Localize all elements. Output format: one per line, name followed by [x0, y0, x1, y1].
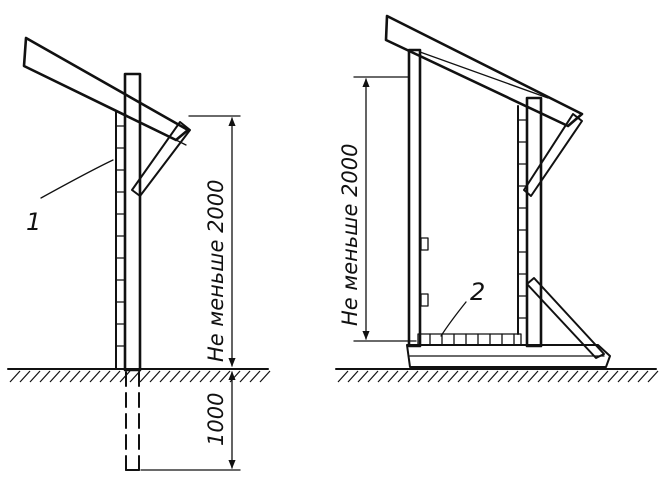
ground-hatch-mark — [557, 370, 569, 383]
ground-hatch-mark — [397, 370, 409, 383]
ground-hatch-mark — [99, 370, 111, 383]
ground-hatch-mark — [577, 370, 589, 383]
ground-hatch-mark — [507, 370, 519, 383]
ground-hatch-mark — [567, 370, 579, 383]
ground-hatch-mark — [169, 370, 181, 383]
right-height-label: Не меньше 2000 — [338, 143, 362, 326]
ground-hatch-mark — [487, 370, 499, 383]
ground-hatch-mark — [627, 370, 639, 383]
ground-hatch-mark — [19, 370, 31, 383]
left-depth-dimension: 1000 — [140, 371, 241, 471]
ground-hatch-mark — [617, 370, 629, 383]
ground-hatch-mark — [139, 370, 151, 383]
ground-hatch-mark — [637, 370, 649, 383]
ground-hatch-mark — [39, 370, 51, 383]
ground-hatch-mark — [537, 370, 549, 383]
ground-hatch-mark — [149, 370, 161, 383]
ground-hatch-mark — [9, 370, 21, 383]
ground-hatch-mark — [597, 370, 609, 383]
callout-2-label: 2 — [470, 278, 485, 306]
right-lower-strut — [526, 277, 605, 359]
ground-hatch-mark — [437, 370, 449, 383]
ground-hatch-mark — [239, 370, 251, 383]
ground-hatch-mark — [517, 370, 529, 383]
ground-hatch-mark — [417, 370, 429, 383]
ground-hatch-mark — [89, 370, 101, 383]
ground-hatch-mark — [587, 370, 599, 383]
left-wall-strip — [115, 111, 125, 369]
ground-hatch-mark — [467, 370, 479, 383]
ground-hatch-mark — [447, 370, 459, 383]
ground-hatch-mark — [547, 370, 559, 383]
ground-hatch-mark — [367, 370, 379, 383]
ground-hatch-mark — [179, 370, 191, 383]
right-floor-boards — [417, 333, 522, 346]
left-roof-beam — [22, 36, 190, 146]
right-view: 2 Не меньше 2000 — [335, 14, 659, 383]
ground-hatch-mark — [199, 370, 211, 383]
ground-hatch-mark — [457, 370, 469, 383]
ground-hatch-mark — [49, 370, 61, 383]
ground-hatch-mark — [337, 370, 349, 383]
right-back-post — [517, 96, 543, 348]
right-floor-base — [406, 344, 611, 368]
ground-hatch-mark — [387, 370, 399, 383]
ground-hatch-mark — [377, 370, 389, 383]
right-upper-brace — [523, 113, 583, 197]
left-height-dimension: Не меньше 2000 — [188, 115, 241, 367]
right-height-dimension: Не меньше 2000 — [338, 76, 417, 342]
ground-hatch-mark — [259, 370, 271, 383]
ground-hatch-mark — [189, 370, 201, 383]
ground-hatch-mark — [219, 370, 231, 383]
ground-hatch-mark — [59, 370, 71, 383]
ground-hatch-mark — [79, 370, 91, 383]
right-roof-beam — [384, 14, 584, 128]
ground-hatch-mark — [159, 370, 171, 383]
ground-hatch-mark — [427, 370, 439, 383]
ground-hatch-mark — [357, 370, 369, 383]
right-ground — [335, 368, 659, 383]
right-front-post — [407, 48, 429, 348]
ground-hatch-mark — [497, 370, 509, 383]
ground-hatch-mark — [209, 370, 221, 383]
ground-hatch-mark — [109, 370, 121, 383]
ground-hatch-mark — [527, 370, 539, 383]
ground-hatch-mark — [347, 370, 359, 383]
ground-hatch-mark — [647, 370, 659, 383]
ground-hatch-mark — [477, 370, 489, 383]
ground-hatch-mark — [407, 370, 419, 383]
ground-hatch-mark — [607, 370, 619, 383]
callout-1-label: 1 — [26, 208, 41, 236]
ground-hatch-mark — [249, 370, 261, 383]
left-depth-label: 1000 — [204, 393, 228, 446]
left-brace — [131, 121, 191, 197]
left-post — [123, 72, 142, 471]
left-height-label: Не меньше 2000 — [204, 179, 228, 362]
left-view: 1 Не меньше 2000 1000 — [7, 36, 271, 471]
callout-1: 1 — [26, 159, 114, 236]
callout-2: 2 — [440, 278, 485, 337]
ground-hatch-mark — [29, 370, 41, 383]
ground-hatch-mark — [69, 370, 81, 383]
